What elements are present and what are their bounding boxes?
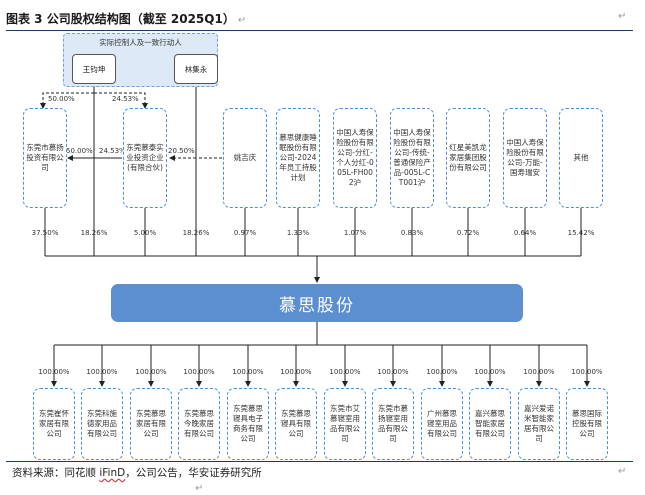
subsidiary-box: 东莞慕思家居有限公司 [130,388,172,460]
shareholder-box: 中国人寿保险股份有限公司-传统-普通保险产品-005L-CT001沪 [390,108,434,208]
shareholder-box: 其他 [559,108,603,208]
figure-title: 图表 3 公司股权结构图（截至 2025Q1）↵ [6,12,247,26]
edge-label: 50.00% [66,147,93,155]
shareholder-pct: 0.64% [513,229,537,237]
top-rule [6,30,633,31]
edge-label: 50.00% [48,95,75,103]
subsidiary-box: 嘉兴慕思智能家居有限公司 [469,388,511,460]
shareholder-pct: 15.42% [567,229,595,237]
company-box: 慕思股份 [111,284,523,322]
subsidiary-pct: 100.00% [232,368,264,376]
paragraph-mark: ↵ [195,483,204,494]
shareholder-pct: 18.26% [182,229,210,237]
subsidiary-box: 东莞科施德家用品有限公司 [81,388,123,460]
source-note: 资料来源：同花顺 iFinD，公司公告，华安证券研究所 [12,467,262,479]
subsidiary-box: 东莞慕思寝具有限公司 [275,388,317,460]
shareholder-box: 慕思健康睡眠股份有限公司-2024年员工持股计划 [276,108,320,208]
shareholder-pct: 1.33% [286,229,310,237]
shareholder-box: 红星美凯龙家居集团股份有限公司 [446,108,490,208]
shareholder-pct: 5.00% [133,229,157,237]
subsidiary-pct: 100.00% [86,368,118,376]
shareholder-box: 中国人寿保险股份有限公司-万能-国寿瑞安 [503,108,547,208]
subsidiary-pct: 100.00% [280,368,312,376]
subsidiary-pct: 100.00% [38,368,70,376]
subsidiary-pct: 100.00% [135,368,167,376]
subsidiary-pct: 100.00% [571,368,603,376]
subsidiary-box: 慕思国际控股有限公司 [566,388,608,460]
subsidiary-pct: 100.00% [523,368,555,376]
subsidiary-box: 东莞慕思寝具电子商务有限公司 [227,388,269,460]
paragraph-mark: ↵ [618,466,627,477]
subsidiary-box: 东莞市艾慕寝室用品有限公司 [324,388,366,460]
edge-label: 24.53% [99,147,126,155]
subsidiary-box: 嘉兴爱诺米智能家居有限公司 [518,388,560,460]
shareholder-pct: 0.83% [400,229,424,237]
paragraph-mark: ↵ [618,11,627,22]
shareholder-box: 姚吉庆 [223,108,267,208]
subsidiary-box: 广州慕思寝室用品有限公司 [421,388,463,460]
subsidiary-pct: 100.00% [183,368,215,376]
controller-group-label: 实际控制人及一致行动人 [99,38,182,47]
paragraph-mark: ↵ [237,15,247,26]
shareholder-box: 中国人寿保险股份有限公司-分红-个人分红-005L-FH002沪 [333,108,377,208]
controller-wang: 王钧坤 [72,54,116,84]
shareholder-pct: 18.26% [80,229,108,237]
shareholder-box: 东莞市慕扬投资有限公司 [23,108,67,208]
subsidiary-pct: 100.00% [474,368,506,376]
controller-lin: 林集永 [174,54,218,84]
subsidiary-box: 东莞崔怀家居有限公司 [33,388,75,460]
bottom-rule [6,461,633,462]
shareholder-pct: 1.07% [343,229,367,237]
edge-label: 20.50% [168,147,195,155]
shareholder-pct: 37.50% [31,229,59,237]
edge-label: 24.53% [112,95,139,103]
subsidiary-box: 东莞慕思今晚家居有限公司 [178,388,220,460]
subsidiary-box: 东莞市慕扬寝室用品有限公司 [372,388,414,460]
shareholder-box: 东莞慕泰实业投资企业(有限合伙) [123,108,167,208]
shareholder-pct: 0.72% [456,229,480,237]
subsidiary-pct: 100.00% [426,368,458,376]
shareholder-pct: 0.97% [233,229,257,237]
subsidiary-pct: 100.00% [329,368,361,376]
subsidiary-pct: 100.00% [377,368,409,376]
